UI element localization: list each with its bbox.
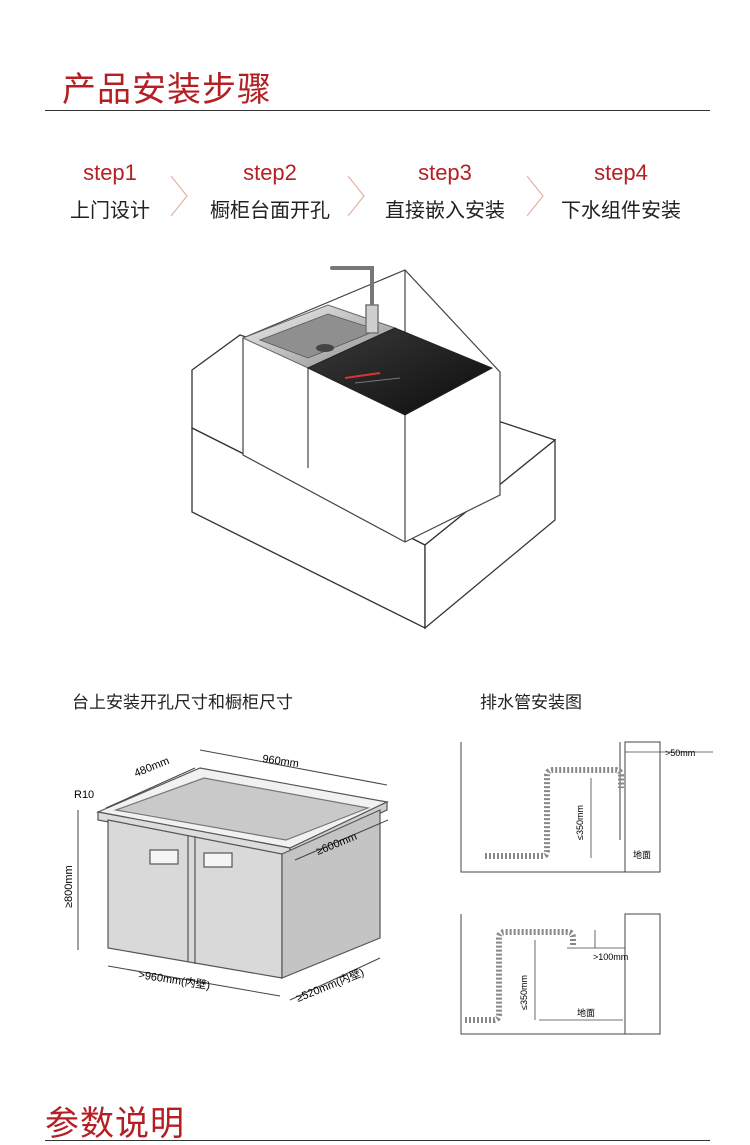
dim-inner-width-label: >960mm(内壁) [138, 967, 212, 992]
faucet [330, 266, 379, 334]
cabinet-body [107, 809, 381, 979]
step-3-number: step3 [418, 160, 472, 185]
step-4: step4 下水组件安装 [546, 160, 696, 223]
section-divider [45, 110, 710, 111]
drain-diagram-top: >50mm ≤350mm 地面 [460, 741, 713, 873]
step-2-number: step2 [243, 160, 297, 185]
cutout-diagram-title: 台上安装开孔尺寸和橱柜尺寸 [72, 693, 293, 713]
dim-width-label: 960mm [262, 753, 300, 770]
step-2: step2 橱柜台面开孔 [190, 160, 350, 223]
step-3-text: 直接嵌入安装 [385, 198, 505, 222]
section-divider [45, 1140, 710, 1141]
cooktop-glass [306, 327, 494, 416]
drain-bottom-height: ≤350mm [519, 975, 529, 1010]
step-1-number: step1 [83, 160, 137, 185]
drain-top-floor: 地面 [633, 849, 651, 860]
section-title-parameters: 参数说明 [45, 1104, 185, 1144]
drain-diagram-title: 排水管安装图 [480, 693, 582, 713]
dim-inner-depth-label: ≥520mm(内壁) [294, 965, 366, 1005]
dimension-lines [77, 749, 389, 1001]
drain-top-height: ≤350mm [575, 805, 585, 840]
step-2-text: 橱柜台面开孔 [210, 198, 330, 222]
dim-depth-label: 480mm [133, 755, 172, 780]
step-1-text: 上门设计 [70, 198, 150, 222]
drain-pipe-bottom [465, 929, 576, 1023]
step-4-text: 下水组件安装 [561, 198, 681, 222]
chevron-right-icon [170, 175, 188, 217]
chevron-right-icon [347, 175, 365, 217]
dim-radius-label: R10 [74, 789, 94, 801]
step-row: step1 上门设计 step2 橱柜台面开孔 step3 直接嵌入安装 ste… [50, 160, 710, 230]
step-4-number: step4 [594, 160, 648, 185]
countertop-slab [95, 767, 389, 857]
cabinet-dimension-diagram: 480mm 960mm R10 ≥800mm ≥600mm >960mm(内壁)… [63, 749, 389, 1005]
drain-bottom-offset: >100mm [593, 952, 628, 962]
drain-pipe-top [485, 767, 624, 859]
chevron-right-icon [526, 175, 544, 217]
section-title-install-steps: 产品安装步骤 [62, 70, 272, 110]
step-1: step1 上门设计 [50, 160, 170, 223]
drain-diagram-bottom: >100mm ≤350mm 地面 [460, 913, 661, 1035]
dim-height-label: ≥800mm [63, 865, 75, 908]
drain-bottom-floor: 地面 [577, 1007, 595, 1018]
sink-basin [241, 304, 397, 369]
drain-top-offset: >50mm [665, 748, 695, 758]
step-3: step3 直接嵌入安装 [370, 160, 520, 223]
product-install-illustration [191, 266, 557, 630]
